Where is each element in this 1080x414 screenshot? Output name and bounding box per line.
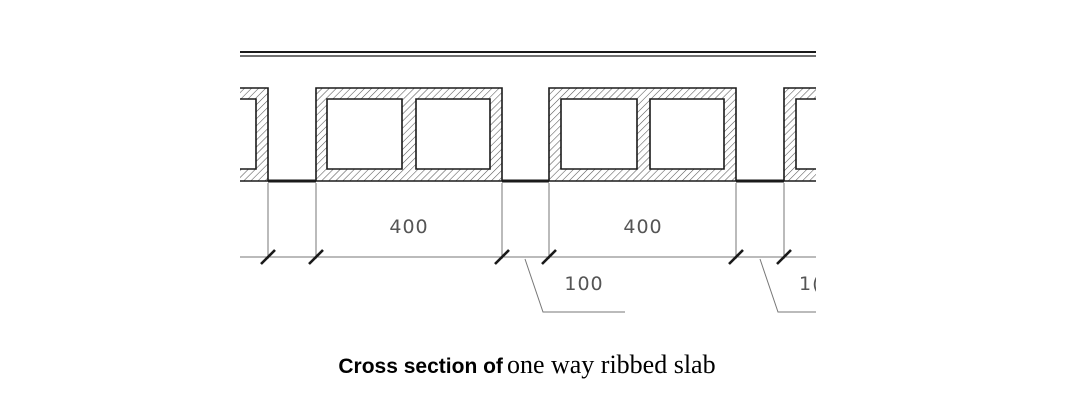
leader-line-1: [524, 258, 625, 313]
dimension-tick: [541, 249, 557, 265]
block-unit-1: [315, 87, 503, 182]
dimension-tick: [494, 249, 510, 265]
figure-caption: Cross section of one way ribbed slab: [0, 350, 1054, 380]
dimension-label-100-clipped: 1(: [799, 273, 821, 295]
block-unit-left-partial: [240, 87, 269, 182]
caption-bold-part: Cross section of: [338, 355, 503, 378]
dimension-tick: [728, 249, 744, 265]
caption-regular-part: one way ribbed slab: [506, 350, 716, 379]
leader-line-2: [759, 258, 816, 313]
block-unit-right-partial: [783, 87, 816, 182]
dimension-label-400: 400: [623, 216, 662, 238]
dimension-tick: [308, 249, 324, 265]
dimension-tick: [260, 249, 276, 265]
dimension-tick: [776, 249, 792, 265]
block-unit-2: [548, 87, 737, 182]
dimension-label-100: 100: [564, 273, 603, 295]
dimension-label-400: 400: [389, 216, 428, 238]
